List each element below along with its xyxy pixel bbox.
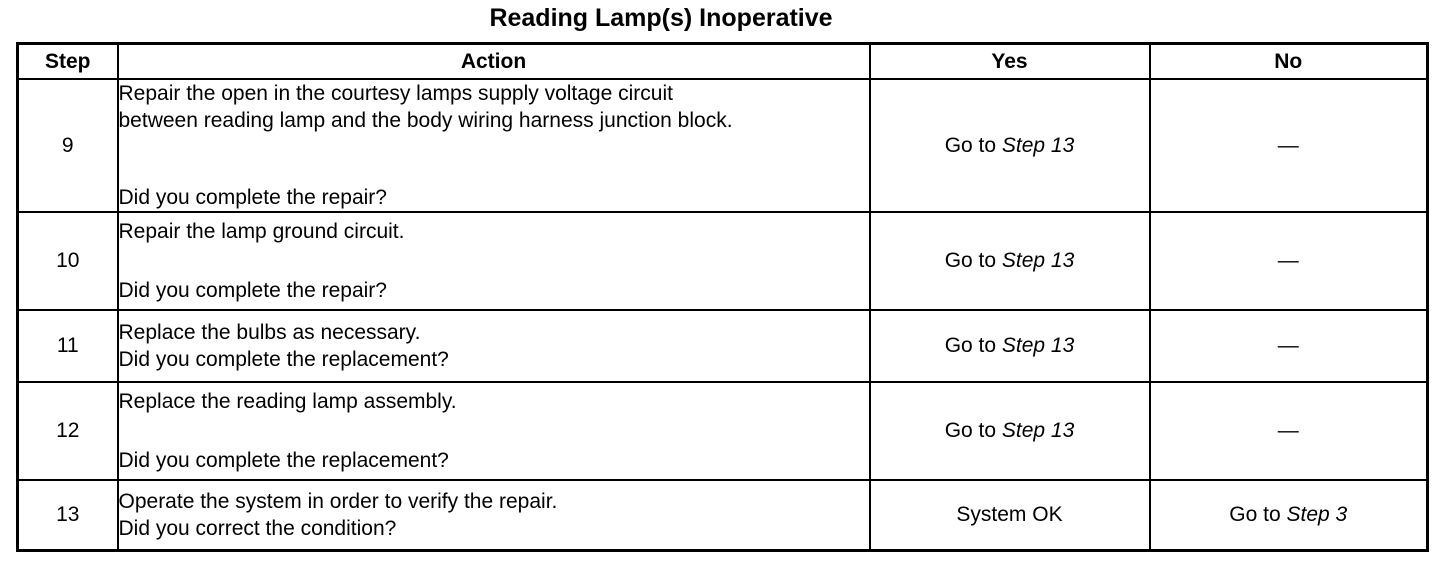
step-reference: Step 13 — [1001, 419, 1075, 442]
step-reference: Step 13 — [1001, 133, 1075, 157]
action-text: Repair the open in the courtesy lamps su… — [118, 82, 673, 105]
step-number: 10 — [16, 211, 119, 311]
no-cell: — — [1148, 381, 1429, 481]
yes-prefix: Go to — [944, 334, 1002, 357]
yes-cell: System OK — [868, 479, 1151, 552]
header-no: No — [1148, 42, 1429, 80]
page-title: Reading Lamp(s) Inoperative — [489, 4, 833, 32]
action-text: between reading lamp and the body wiring… — [118, 109, 733, 132]
step-number: 13 — [16, 479, 119, 552]
no-cell: Go to Step 3 — [1148, 479, 1429, 552]
step-number: 12 — [16, 381, 119, 481]
table-row: 9 Repair the open in the courtesy lamps … — [16, 78, 1429, 213]
yes-cell: Go to Step 13 — [868, 309, 1151, 383]
step-number: 11 — [16, 309, 119, 383]
step-reference: Step 3 — [1286, 503, 1348, 526]
action-cell: Replace the bulbs as necessary. Did you … — [116, 309, 871, 383]
question-text: Did you complete the repair? — [118, 186, 387, 209]
action-cell: Repair the open in the courtesy lamps su… — [116, 78, 871, 213]
action-text: Replace the reading lamp assembly. — [118, 390, 457, 413]
question-text: Did you complete the replacement? — [118, 348, 449, 371]
no-cell: — — [1148, 211, 1429, 311]
no-prefix: Go to — [1229, 503, 1287, 526]
table-row: 12 Replace the reading lamp assembly. Di… — [16, 381, 1429, 481]
yes-cell: Go to Step 13 — [868, 78, 1151, 213]
table-row: 13 Operate the system in order to verify… — [16, 479, 1429, 552]
yes-prefix: Go to — [944, 133, 1002, 157]
action-cell: Operate the system in order to verify th… — [116, 479, 871, 552]
action-text: Operate the system in order to verify th… — [118, 490, 558, 513]
question-text: Did you complete the replacement? — [118, 449, 449, 472]
step-number: 9 — [16, 78, 119, 213]
action-text: Replace the bulbs as necessary. — [118, 321, 421, 344]
header-action: Action — [116, 42, 871, 80]
diagnostic-table: Step Action Yes No 9 Repair the open in … — [16, 42, 1429, 552]
step-reference: Step 13 — [1001, 334, 1075, 357]
table-header-row: Step Action Yes No — [16, 42, 1429, 80]
action-spacer — [119, 245, 869, 277]
header-step: Step — [16, 42, 119, 80]
action-cell: Repair the lamp ground circuit. Did you … — [116, 211, 871, 311]
question-text: Did you correct the condition? — [118, 517, 397, 540]
yes-prefix: Go to — [944, 419, 1002, 442]
table-row: 10 Repair the lamp ground circuit. Did y… — [16, 211, 1429, 311]
no-cell: — — [1148, 309, 1429, 383]
header-yes: Yes — [868, 42, 1151, 80]
action-spacer — [119, 415, 869, 447]
step-reference: Step 13 — [1001, 249, 1075, 272]
table-row: 11 Replace the bulbs as necessary. Did y… — [16, 309, 1429, 383]
no-cell: — — [1148, 78, 1429, 213]
question-text: Did you complete the repair? — [118, 279, 387, 302]
action-spacer — [119, 134, 869, 184]
yes-cell: Go to Step 13 — [868, 211, 1151, 311]
yes-prefix: Go to — [944, 249, 1002, 272]
yes-cell: Go to Step 13 — [868, 381, 1151, 481]
action-text: Repair the lamp ground circuit. — [118, 220, 405, 243]
action-cell: Replace the reading lamp assembly. Did y… — [116, 381, 871, 481]
